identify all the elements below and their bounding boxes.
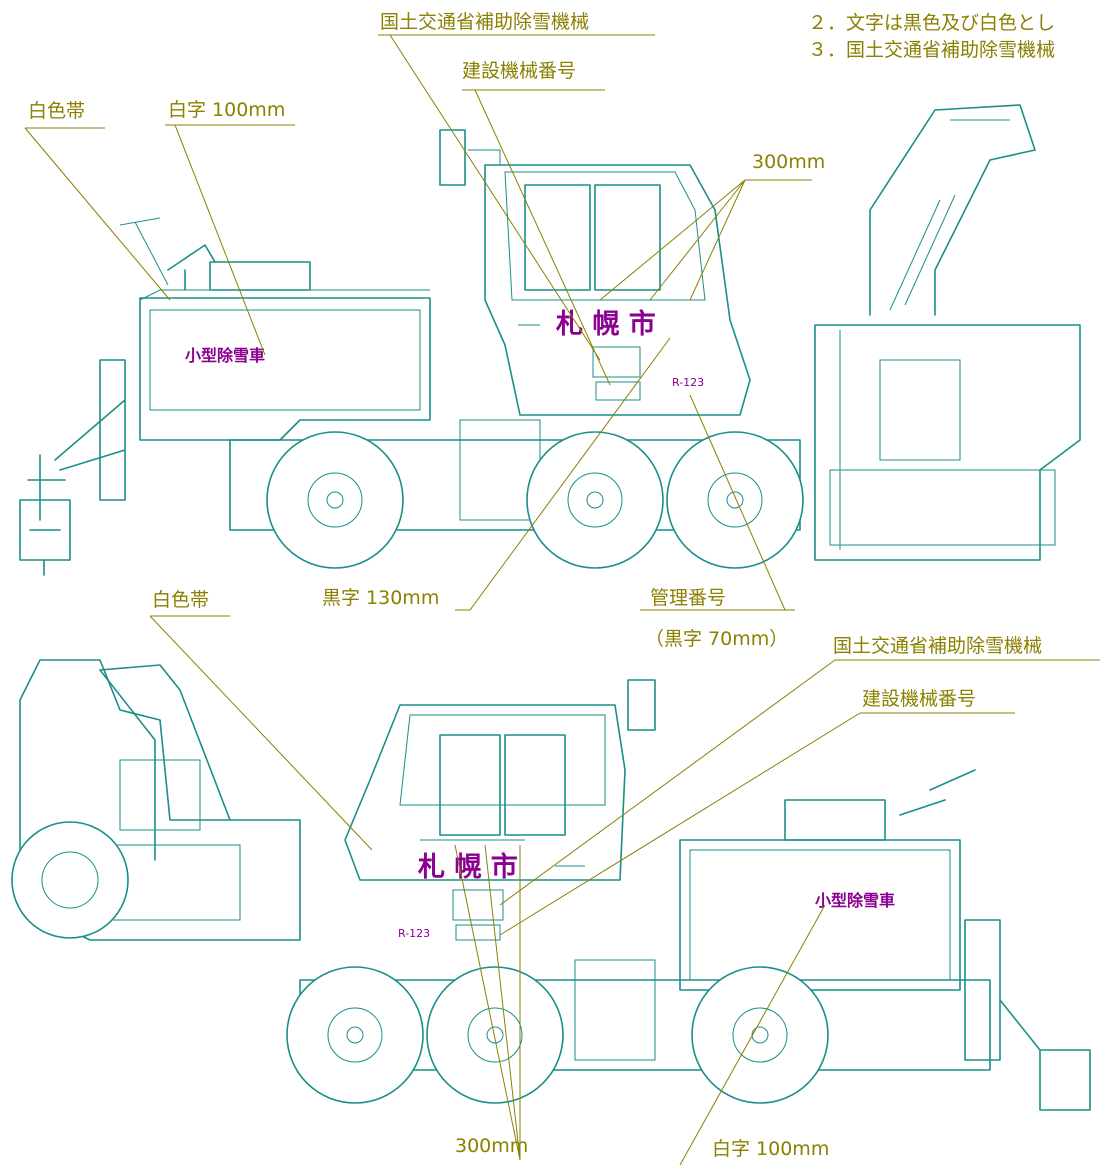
top-label-white-text: 白字 100mm [168, 99, 285, 121]
note-2: ２．文字は黒色及び白色とし [808, 12, 1055, 34]
top-marking-plate: R-123 [672, 376, 704, 389]
bottom-label-machine-no: 建設機械番号 [862, 688, 976, 710]
bottom-label-white-band: 白色帯 [152, 589, 209, 611]
top-vehicle [19, 104, 1081, 576]
top-label-black-text: 黒字 130mm [322, 587, 439, 609]
top-label-mgmt-no: 管理番号 [650, 587, 726, 609]
bottom-label-white-text: 白字 100mm [712, 1138, 829, 1160]
top-label-white-band: 白色帯 [28, 100, 85, 122]
bottom-marking-plate: R-123 [398, 927, 430, 940]
bottom-marking-city: 札 幌 市 [418, 851, 518, 883]
bottom-marking-vehicle: 小型除雪車 [815, 891, 895, 910]
top-marking-city: 札 幌 市 [556, 308, 656, 340]
note-3: ３．国土交通省補助除雪機械 [808, 39, 1055, 61]
top-label-dim-300: 300mm [752, 151, 825, 173]
top-label-mgmt-note: （黒字 70mm） [645, 628, 788, 650]
bottom-label-dim-300: 300mm [455, 1135, 528, 1157]
bottom-label-subsidy: 国土交通省補助除雪機械 [833, 635, 1042, 657]
top-label-subsidy: 国土交通省補助除雪機械 [380, 11, 589, 33]
top-label-machine-no: 建設機械番号 [462, 60, 576, 82]
bottom-vehicle [11, 659, 1091, 1111]
top-marking-vehicle: 小型除雪車 [185, 346, 265, 365]
